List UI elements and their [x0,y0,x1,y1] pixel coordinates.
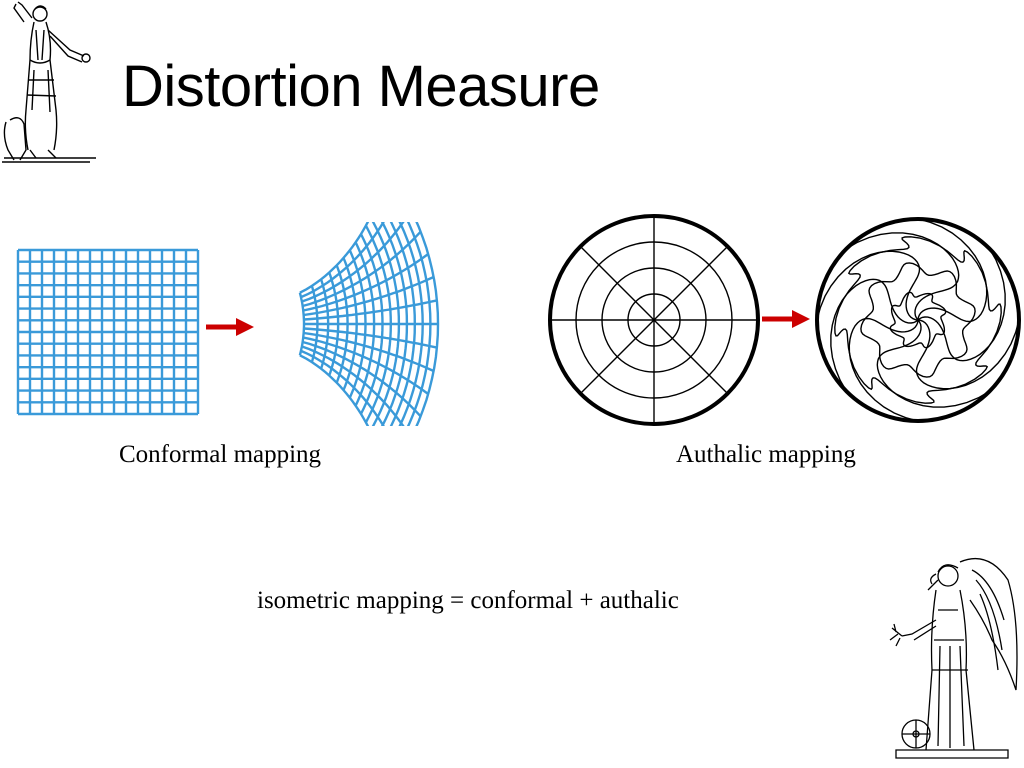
angel-illustration [889,557,1018,759]
authalic-arrow-icon [762,310,810,328]
slide-title: Distortion Measure [122,54,600,119]
authalic-mapped-disk [815,217,1021,423]
conformal-source-grid [16,248,200,416]
conformal-arrow-icon [206,318,254,336]
statue-illustration [2,1,96,163]
conformal-caption: Conformal mapping [119,441,322,468]
equation-text: isometric mapping = conformal + authalic [257,587,679,614]
authalic-source-disk [548,214,760,426]
authalic-caption: Authalic mapping [676,441,856,468]
conformal-mapped-grid [298,222,440,426]
